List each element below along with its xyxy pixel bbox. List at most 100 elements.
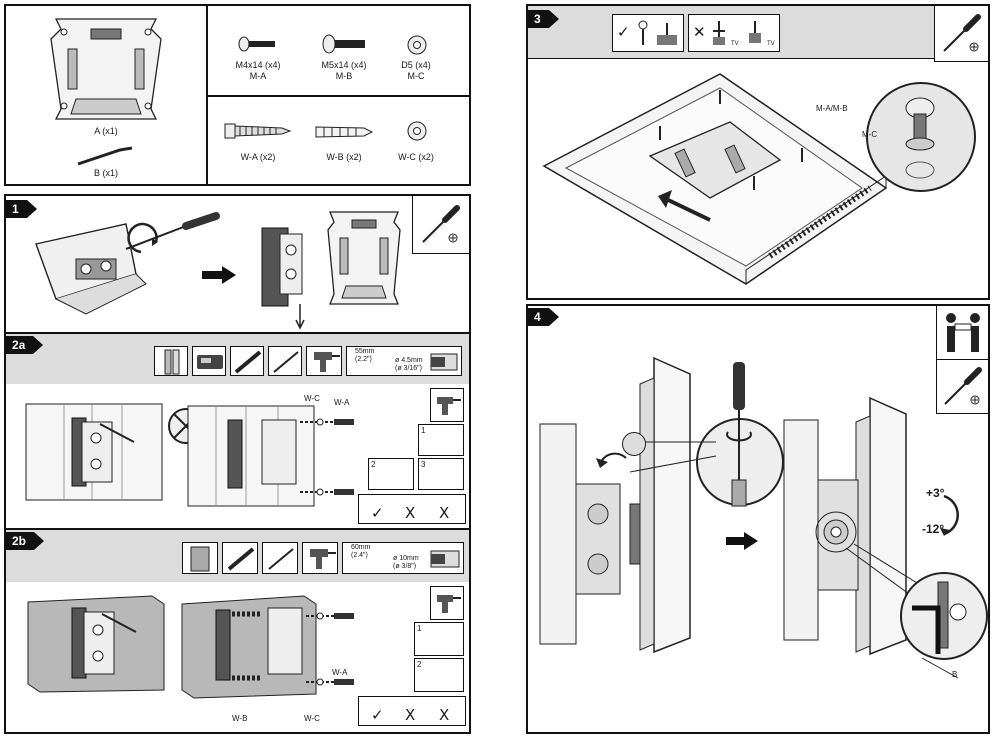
step-4-screwdriver-icon-box <box>936 360 988 414</box>
step-2a-wall-drawing-left <box>25 403 163 501</box>
drill-icon <box>306 346 342 376</box>
step-2b-marks-box: ✓ X X <box>358 696 466 726</box>
step-2b-sub-2: 2 <box>414 658 464 692</box>
step-2a-mark-wrong-2: X <box>439 504 450 522</box>
step-3-panel: 3 ✓ TV ✕ TV TV <box>526 4 990 300</box>
drill-diameter-label-2b: ø 10mm (ø 3/8") <box>393 555 419 570</box>
drill-depth-label: 55mm (2.2") <box>355 348 375 363</box>
step-2a-tool-icons: 55mm (2.2") ø 4.5mm (ø 3/16") <box>154 346 464 376</box>
screw-correct-mark: ✓ <box>617 23 630 41</box>
step-2a-sub-1: 1 <box>418 424 464 456</box>
step-2b-w-a-label: W-A <box>332 668 348 677</box>
steps-1-2-panel: 1 2a <box>4 194 471 734</box>
part-w-c-label: W-C (x2) <box>398 152 434 162</box>
step-2b-mark-wrong-1: X <box>405 706 416 724</box>
part-m-b-label: M5x14 (x4) M-B <box>321 60 367 81</box>
parts-divider-horizontal <box>206 95 469 97</box>
step-3-number: 3 <box>528 10 559 28</box>
part-m-a-label: M4x14 (x4) M-A <box>235 60 281 81</box>
step-4-zoom-circle-right <box>900 572 988 660</box>
arrow-right-icon <box>202 266 236 284</box>
wall-plate-drawing <box>50 18 162 120</box>
wood-stud-icon <box>154 346 188 376</box>
screwdriver-icon-box <box>412 196 469 254</box>
screw-wrong-mark: ✕ <box>693 23 706 41</box>
step-2b-sub-1: 1 <box>414 622 464 656</box>
step-2b-wall-drawing-left <box>27 595 165 693</box>
tilt-up-label: +3° <box>926 486 945 500</box>
tilt-down-label: -12° <box>922 522 945 536</box>
step-2a-number: 2a <box>6 336 44 354</box>
step-3-m-c-label: M-C <box>862 130 878 139</box>
step-2b-w-b-label: W-B <box>232 714 248 723</box>
parts-list-panel: A (x1) B (x1) M4x14 (x4) M-A M5x14 (x4) … <box>4 4 471 186</box>
tv-label-3: TV <box>767 41 775 47</box>
step-2b-mark-correct: ✓ <box>371 706 384 724</box>
two-person-icon-box <box>936 306 988 360</box>
step-2b-w-c-label: W-C <box>304 714 320 723</box>
part-m-c-label: D5 (x4) M-C <box>401 60 431 81</box>
washer-d5-drawing <box>407 35 427 55</box>
drill-spec-icon: 55mm (2.2") ø 4.5mm (ø 3/16") <box>346 346 462 376</box>
wood-screw-drawing <box>224 123 292 139</box>
step-2a-drill-icon-box <box>430 388 464 422</box>
step-4-number: 4 <box>528 308 559 326</box>
screwdriver-icon-4 <box>944 367 982 405</box>
screw-wrong-box: ✕ TV TV <box>688 14 780 52</box>
step-2a-wall-drawing-right <box>187 405 354 507</box>
step-1-plate-drawing <box>327 211 401 305</box>
part-a-label: A (x1) <box>94 126 118 136</box>
step-3-band-border <box>528 58 934 59</box>
step-2a-sub-2-number: 2 <box>371 460 376 469</box>
hex-key-pointer <box>921 657 959 679</box>
step-2a-w-c-label: W-C <box>304 394 320 403</box>
two-person-icon <box>946 313 980 352</box>
screwdriver-icon <box>422 205 460 243</box>
step-2a-w-a-label: W-A <box>334 398 350 407</box>
step-1-number: 1 <box>6 200 37 218</box>
step-1-bracket-drawing <box>261 227 305 330</box>
step-1-loosen-drawing <box>35 212 220 315</box>
hex-key-drawing <box>77 146 133 166</box>
step-2b-drill-icon-box <box>430 586 464 620</box>
part-w-b-label: W-B (x2) <box>326 152 362 162</box>
screw-correct-box: ✓ TV <box>612 14 684 52</box>
step-2b-sub-2-number: 2 <box>417 660 422 669</box>
step-4-zoom-left-screwdriver <box>726 362 752 507</box>
step-4-panel: 4 <box>526 304 990 734</box>
screw-m4-drawing <box>238 36 275 52</box>
drill-spec-icon-2b: 60mm (2.4") ø 10mm (ø 3/8") <box>342 542 464 574</box>
step-3-m-ab-label: M-A/M-B <box>816 104 848 113</box>
screwdriver-icon-3 <box>943 14 981 52</box>
step-2b-wall-drawing-right <box>181 595 354 699</box>
step-4-b-label: B <box>952 670 958 679</box>
drill-icon-2b <box>302 542 338 574</box>
tv-label-2: TV <box>731 41 739 47</box>
step-2a-mark-correct: ✓ <box>371 504 384 522</box>
tilt-arc-icon <box>940 494 959 536</box>
step-4-small-circle <box>622 432 646 456</box>
arrow-right-icon-4 <box>726 532 758 550</box>
level-icon-2b <box>222 542 258 574</box>
pencil-icon-2b <box>262 542 298 574</box>
step-2a-sub-3: 3 <box>418 458 464 490</box>
step-2b-mark-wrong-2: X <box>439 706 450 724</box>
step-2a-mark-wrong-1: X <box>405 504 416 522</box>
step-2b-number: 2b <box>6 532 45 550</box>
step-3-zoom-circle <box>866 82 976 192</box>
level-icon <box>230 346 264 376</box>
stud-finder-icon <box>192 346 226 376</box>
screw-m5-drawing <box>322 34 365 54</box>
drill-diameter-label: ø 4.5mm (ø 3/16") <box>395 357 423 372</box>
step-2a-marks-box: ✓ X X <box>358 494 466 524</box>
step-2b-tool-icons: 60mm (2.4") ø 10mm (ø 3/8") <box>182 542 466 574</box>
step-3-tv-back-drawing <box>542 73 888 285</box>
part-w-a-label: W-A (x2) <box>240 152 276 162</box>
concrete-wall-icon <box>182 542 218 574</box>
step-3-screwdriver-icon-box <box>934 6 988 62</box>
step-4-tilt-tv-drawing <box>783 396 907 656</box>
wall-anchor-drawing <box>315 126 374 138</box>
washer-w-c-drawing <box>407 121 427 141</box>
step-2b-sub-1-number: 1 <box>417 624 422 633</box>
drill-depth-label-2b: 60mm (2.4") <box>351 544 371 559</box>
